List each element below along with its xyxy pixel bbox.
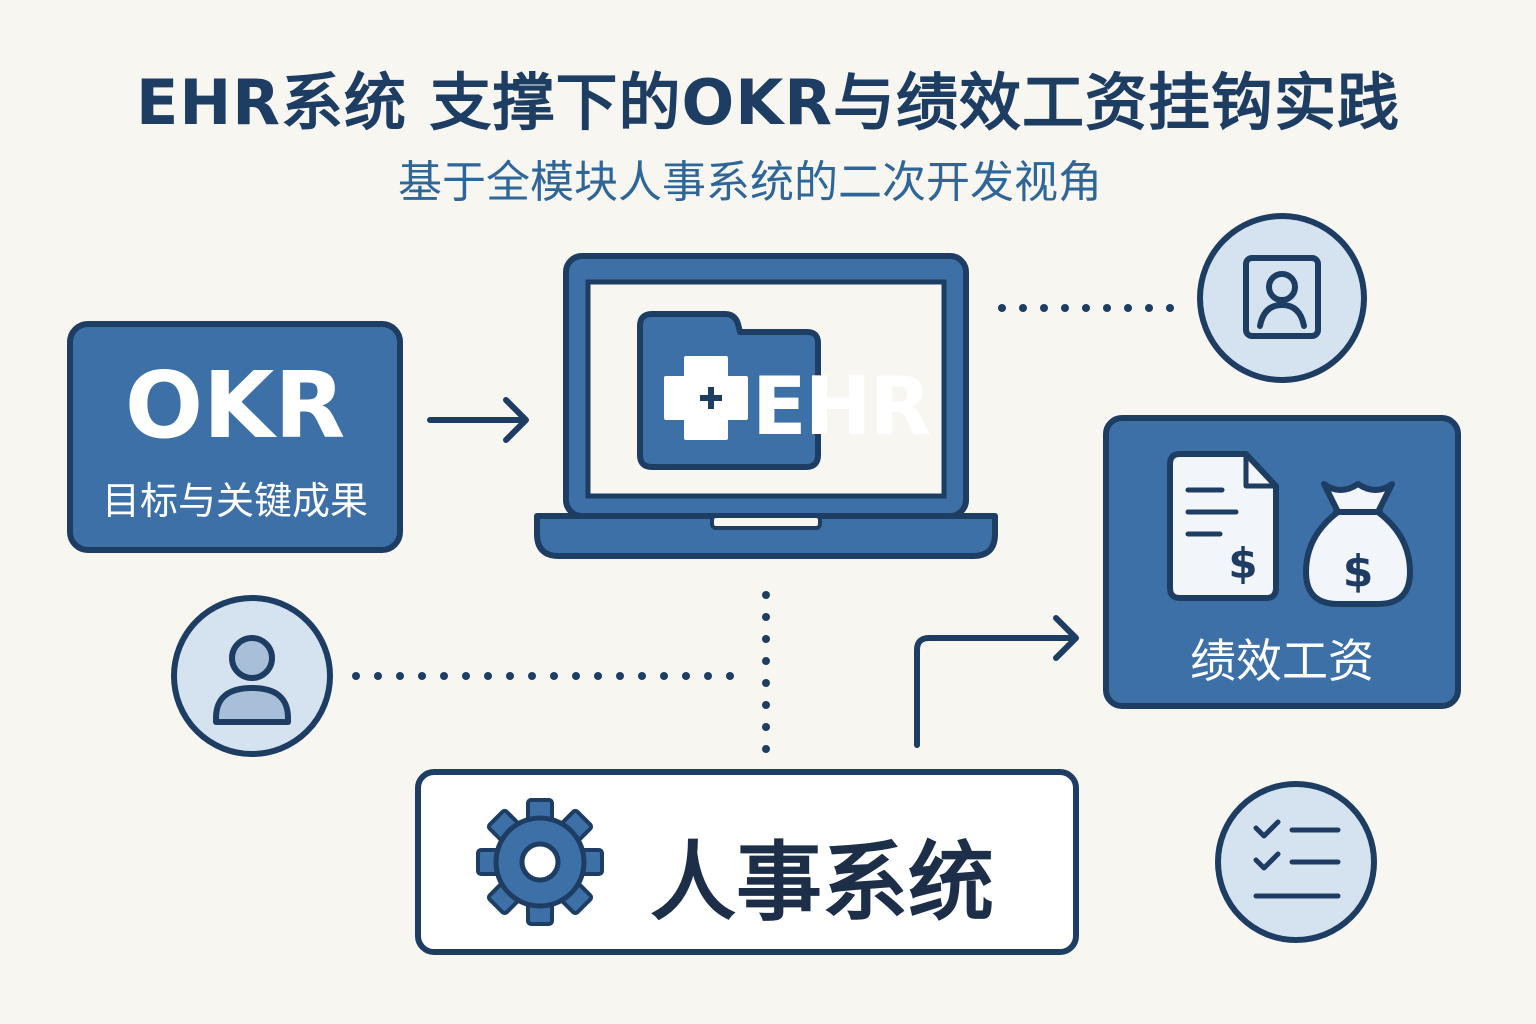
gear-icon <box>476 798 604 926</box>
ehr-label: EHR <box>752 360 931 453</box>
user-icon <box>171 595 333 757</box>
okr-box <box>67 321 403 553</box>
svg-text:$: $ <box>1228 539 1257 588</box>
checklist-icon <box>1215 781 1377 943</box>
hr-system-label: 人事系统 <box>650 833 994 933</box>
money-bag-icon: $ <box>1303 481 1413 607</box>
pay-label: 绩效工资 <box>1190 634 1374 688</box>
id-card-icon <box>1197 213 1367 383</box>
page-title: EHR系统 支撑下的OKR与绩效工资挂钩实践 <box>135 66 1401 139</box>
medical-folder-icon <box>637 311 821 470</box>
user-to-hr-dotted-line <box>352 672 734 680</box>
laptop-to-id-dotted-line <box>998 304 1174 312</box>
okr-subtitle: 目标与关键成果 <box>101 479 368 523</box>
invoice-dollar-icon: $ <box>1167 451 1279 601</box>
laptop-to-hr-dotted-line <box>762 591 770 753</box>
hr-to-pay-arrow <box>914 615 1079 748</box>
page-subtitle: 基于全模块人事系统的二次开发视角 <box>398 157 1102 208</box>
svg-text:$: $ <box>1343 546 1374 597</box>
okr-to-ehr-arrow <box>427 397 529 443</box>
okr-title: OKR <box>124 352 346 459</box>
